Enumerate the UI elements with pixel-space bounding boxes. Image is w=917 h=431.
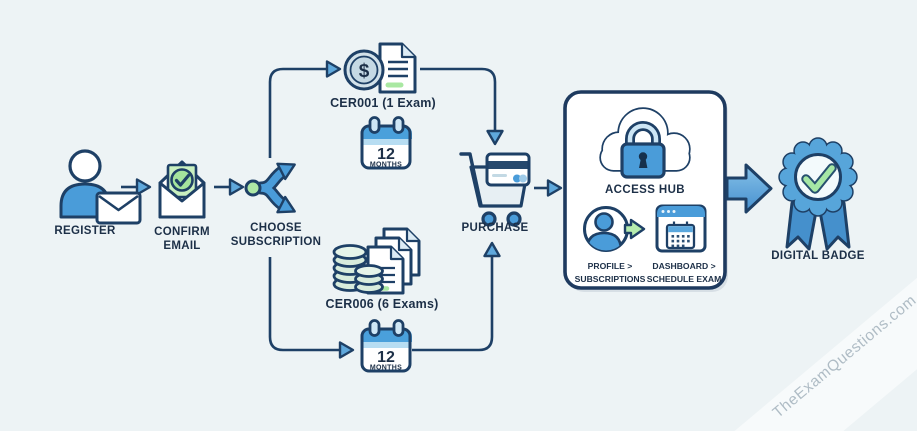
- confirm-email-label: CONFIRM EMAIL: [154, 226, 210, 253]
- coins-icon: [332, 244, 384, 294]
- envelope-icon: [95, 191, 142, 225]
- big-arrow-icon: [725, 163, 773, 214]
- cer001-label: CER001 (1 Exam): [330, 96, 436, 110]
- cart-handle: [459, 152, 483, 207]
- dollar-sign: $: [359, 61, 370, 82]
- fork-icon: [244, 162, 296, 214]
- access-hub-panel: [563, 90, 728, 292]
- arrowhead-purchase-bottom: [483, 241, 501, 258]
- arrowhead-confirm-choose: [228, 178, 245, 196]
- dashboard-icon: [655, 204, 707, 253]
- calendar-ring: [392, 116, 405, 134]
- credit-card-icon: [485, 152, 531, 187]
- purchase-label: PURCHASE: [461, 222, 529, 234]
- access-hub-label: ACCESS HUB: [604, 184, 686, 196]
- register-label: REGISTER: [54, 225, 116, 237]
- cer006-icon: [332, 227, 421, 295]
- exam-document-icon: [378, 42, 417, 94]
- checkmark-circle: [170, 168, 194, 192]
- months-unit-bottom: MONTHS: [370, 365, 402, 372]
- arrowhead-purchase-top: [486, 129, 504, 146]
- connectors: [121, 60, 563, 359]
- connector-choose-cer001: [268, 67, 326, 158]
- calendar-icon-bottom: 12 MONTHS: [360, 319, 412, 373]
- checkmark-icon: [174, 173, 191, 187]
- cer001-icon: $: [343, 42, 417, 94]
- calendar-icon-top: 12 MONTHS: [360, 116, 412, 170]
- months-unit-top: MONTHS: [370, 162, 402, 169]
- person-head: [68, 149, 102, 183]
- fork-arrowhead-up: [276, 162, 296, 181]
- connector-months-purchase: [412, 257, 494, 352]
- connector-choose-cer006: [268, 257, 339, 352]
- cer006-label: CER006 (6 Exams): [325, 297, 439, 311]
- fork-arrowhead-down: [276, 195, 296, 214]
- purchase-icon: [459, 152, 531, 227]
- cart-wheel: [506, 211, 522, 227]
- green-arrow-icon: [623, 218, 646, 240]
- badge-check-icon: [803, 165, 835, 192]
- mini-calendar-icon: [665, 221, 696, 250]
- digital-badge-label: DIGITAL BADGE: [771, 250, 865, 262]
- arrowhead-hub: [546, 179, 563, 197]
- lock-icon: [620, 121, 666, 179]
- badge-icon: [778, 137, 858, 251]
- months-value-top: 12: [377, 146, 395, 163]
- calendar-ring: [368, 116, 381, 134]
- fork-start-dot: [244, 179, 262, 197]
- dashboard-schedule-label: DASHBOARD > SCHEDULE EXAM: [646, 261, 722, 284]
- arrowhead-register-confirm: [135, 178, 152, 196]
- arrowhead-cer001: [325, 60, 342, 78]
- months-value-bottom: 12: [377, 349, 395, 366]
- open-envelope-front: [158, 181, 206, 219]
- arrowhead-months-bottom: [338, 341, 355, 359]
- dollar-coin-icon: $: [343, 49, 385, 91]
- calendar-ring: [392, 319, 405, 337]
- register-icon: [59, 149, 142, 225]
- choose-subscription-label: CHOOSE SUBSCRIPTION: [230, 222, 322, 249]
- confirm-email-icon: [158, 160, 206, 219]
- calendar-ring: [368, 319, 381, 337]
- profile-subscriptions-label: PROFILE > SUBSCRIPTIONS: [574, 261, 646, 284]
- connector-cer001-purchase: [420, 67, 497, 130]
- cart-wheel: [481, 211, 497, 227]
